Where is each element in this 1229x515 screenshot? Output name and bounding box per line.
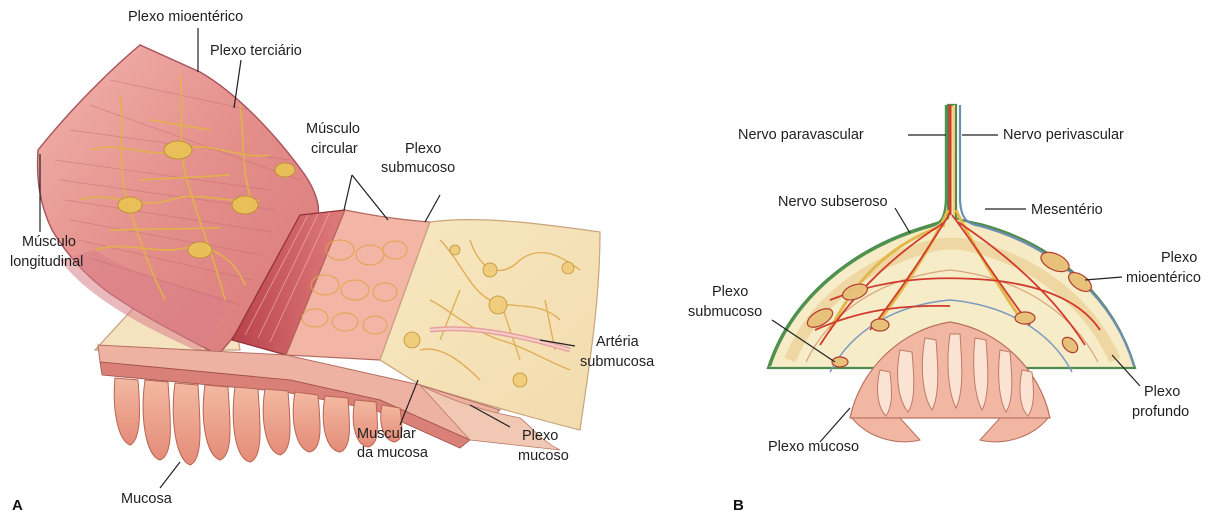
label-arteria-submucosa-line2: submucosa xyxy=(580,354,655,370)
label-arteria-submucosa-line1: Artéria xyxy=(596,334,640,350)
label-plexo-mucoso-a-line1: Plexo xyxy=(522,428,558,444)
label-nervo-paravascular: Nervo paravascular xyxy=(738,127,864,143)
label-plexo-submucoso-a-line2: submucoso xyxy=(381,160,455,176)
label-muscular-mucosa-line2: da mucosa xyxy=(357,445,429,461)
label-nervo-perivascular: Nervo perivascular xyxy=(1003,127,1124,143)
label-plexo-submucoso-a-line1: Plexo xyxy=(405,141,441,157)
panel-letter-a: A xyxy=(12,497,23,514)
label-musculo-longitudinal-line2: longitudinal xyxy=(10,254,83,270)
label-nervo-subseroso: Nervo subseroso xyxy=(778,194,888,210)
panel-b-illustration xyxy=(768,105,1135,442)
panel-letter-b: B xyxy=(733,497,744,514)
label-plexo-terciario: Plexo terciário xyxy=(210,43,302,59)
label-plexo-submucoso-b-line1: Plexo xyxy=(712,284,748,300)
label-musculo-circular-line2: circular xyxy=(311,141,358,157)
label-musculo-longitudinal-line1: Músculo xyxy=(22,234,76,250)
label-muscular-mucosa-line1: Muscular xyxy=(357,426,416,442)
label-plexo-profundo-line2: profundo xyxy=(1132,404,1189,420)
label-mesenterio: Mesentério xyxy=(1031,202,1103,218)
label-plexo-mucoso-a-line2: mucoso xyxy=(518,448,569,464)
label-plexo-mioenterico-a: Plexo mioentérico xyxy=(128,9,243,25)
panel-a-illustration xyxy=(38,45,600,465)
label-plexo-mioenterico-b-line2: mioentérico xyxy=(1126,270,1201,286)
label-plexo-submucoso-b-line2: submucoso xyxy=(688,304,762,320)
label-plexo-mucoso-b: Plexo mucoso xyxy=(768,439,859,455)
label-plexo-mioenterico-b-line1: Plexo xyxy=(1161,250,1197,266)
label-musculo-circular-line1: Músculo xyxy=(306,121,360,137)
label-plexo-profundo-line1: Plexo xyxy=(1144,384,1180,400)
label-mucosa: Mucosa xyxy=(121,491,173,507)
